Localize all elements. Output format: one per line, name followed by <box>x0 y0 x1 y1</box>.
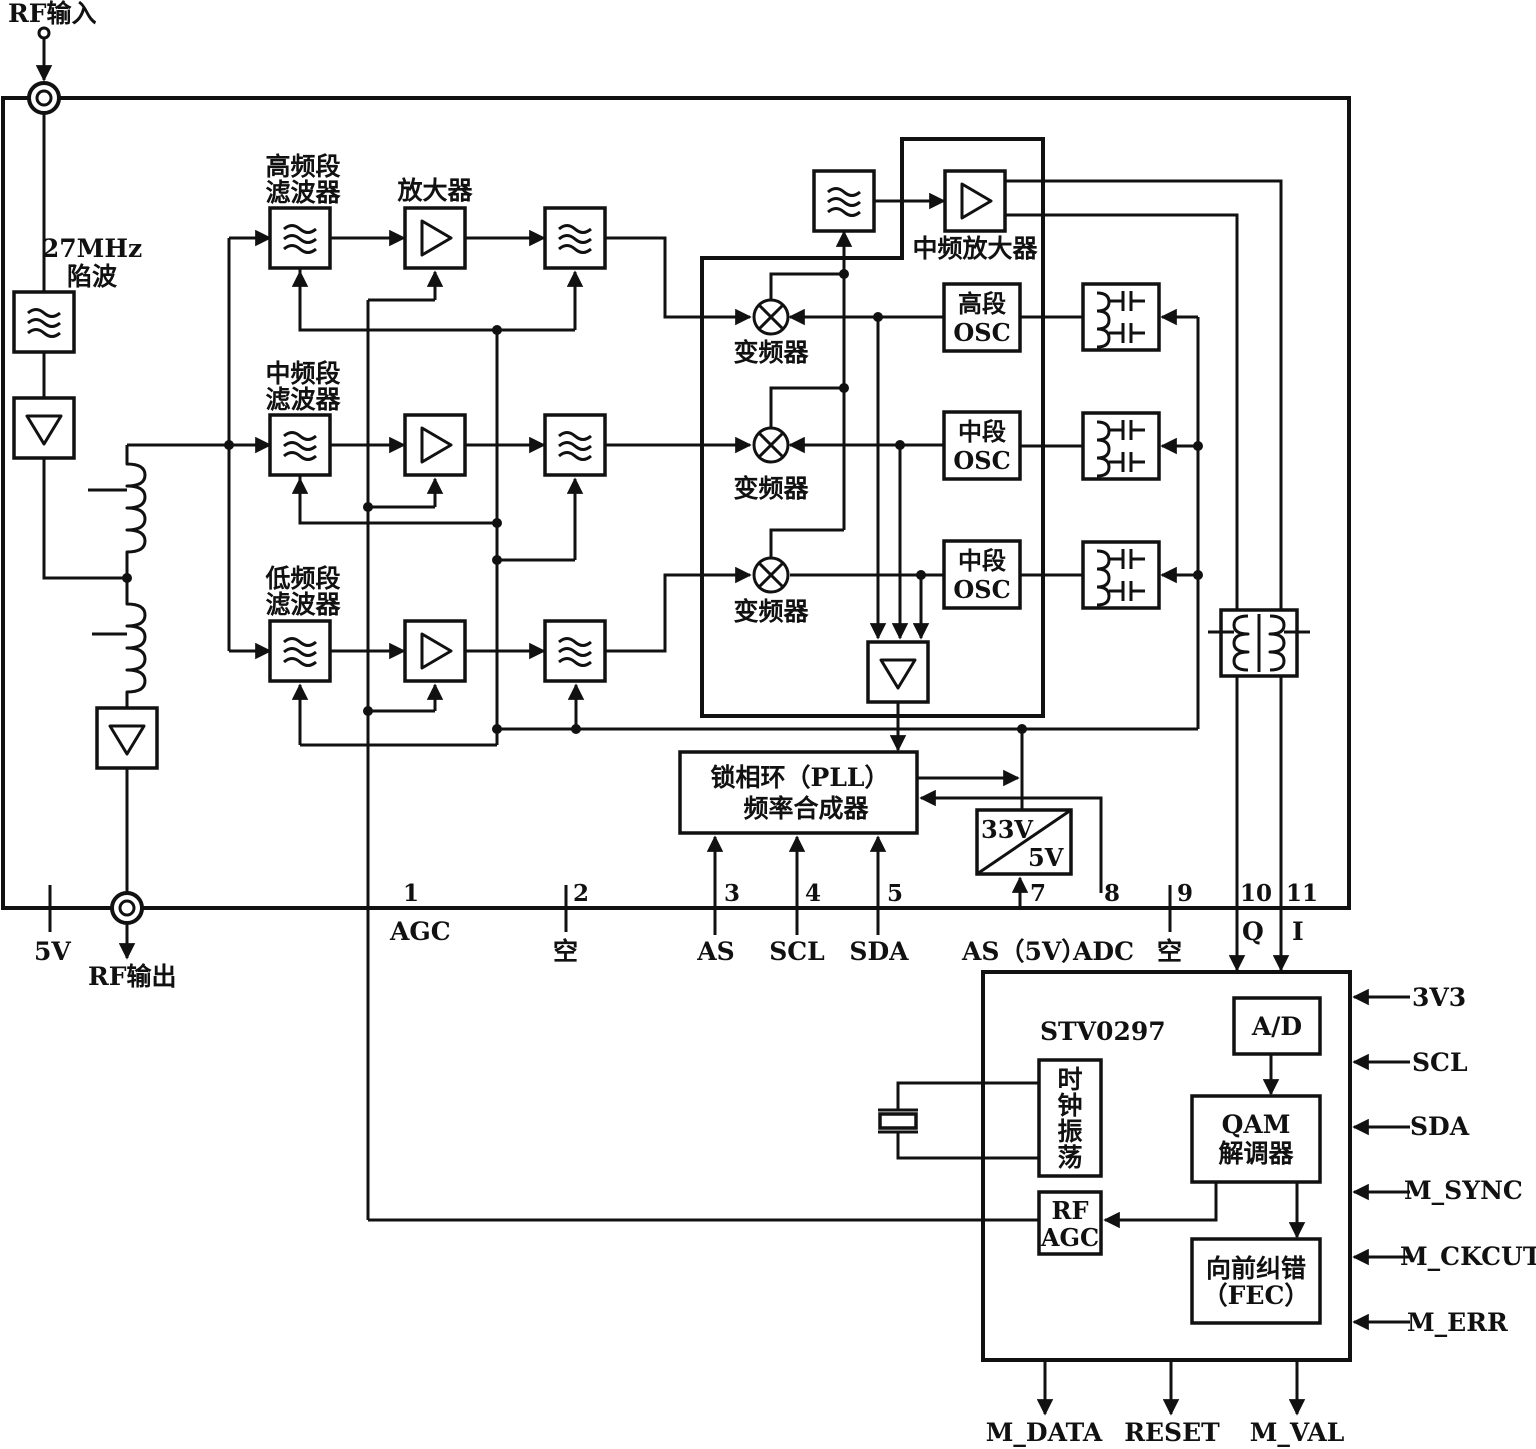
pin-10-number: 10 <box>1240 880 1272 907</box>
input-m-ckcut: M_CKCUT <box>1400 1242 1536 1271</box>
stv0297-label: STV0297 <box>1040 1017 1166 1046</box>
pin-7-number: 7 <box>1030 880 1046 907</box>
rf-input-terminal <box>37 26 51 40</box>
if-output-transformer <box>1208 608 1310 678</box>
pin-11-number: 11 <box>1286 880 1318 907</box>
mid-tank-circuit <box>1081 411 1161 481</box>
pin-11-label: I <box>1292 917 1304 946</box>
low-band-filter <box>270 621 330 681</box>
low-tank-circuit <box>1081 540 1161 610</box>
pin-8-label: ADC <box>1072 937 1134 966</box>
pll-label: 锁相环（PLL）频率合成器 <box>711 763 890 823</box>
pin-1-label: AGC <box>389 917 451 946</box>
low-mixer <box>752 556 790 594</box>
mid-mixer-label: 变频器 <box>733 474 809 503</box>
pin-10-label: Q <box>1242 917 1264 946</box>
supply-5v-label: 5V <box>34 937 71 966</box>
pin-9-label: 空 <box>1157 937 1182 966</box>
input-m-sync: M_SYNC <box>1404 1176 1523 1205</box>
high-mixer <box>752 298 790 336</box>
pin-5-number: 5 <box>887 880 903 907</box>
low-band-filter-label: 低频段滤波器 <box>264 564 341 619</box>
pin-3-number: 3 <box>724 880 740 907</box>
mid-band-filter-label: 中频段滤波器 <box>265 359 341 414</box>
mid-band-amplifier <box>403 413 467 477</box>
input-sda: SDA <box>1410 1112 1470 1141</box>
if-amplifier <box>943 169 1007 233</box>
output-m-data: M_DATA <box>986 1418 1103 1447</box>
high-tank-circuit <box>1081 282 1161 352</box>
input-scl: SCL <box>1412 1048 1468 1077</box>
low-mixer-label: 变频器 <box>733 597 809 626</box>
clock-oscillator <box>1037 1058 1103 1178</box>
mid-mixer <box>752 426 790 464</box>
if-amplifier-label: 中频放大器 <box>912 234 1038 263</box>
pin-1-number: 1 <box>403 880 419 907</box>
rf-agc-block <box>1037 1190 1103 1256</box>
pin-4-number: 4 <box>805 880 821 907</box>
high-osc <box>942 282 1022 353</box>
output-reset: RESET <box>1124 1418 1220 1447</box>
input-coil-lower <box>125 578 147 708</box>
pin-2-number: 2 <box>573 880 589 907</box>
high-band-post-filter <box>545 208 605 268</box>
prescaler-amplifier <box>866 640 930 704</box>
mid-band-filter <box>270 415 330 475</box>
high-band-amplifier <box>403 206 467 270</box>
rf-input-label: RF输入 <box>8 0 97 28</box>
input-coil-upper <box>125 445 147 578</box>
regulator-out-label: 5V <box>1028 843 1064 872</box>
rf-input-connector <box>27 81 61 115</box>
pin-2-label: 空 <box>553 937 578 966</box>
mid-band-post-filter <box>545 415 605 475</box>
pin-7-label: AS（5V） <box>961 937 1086 966</box>
rf-output-connector <box>110 891 144 925</box>
high-band-filter <box>270 208 330 268</box>
if-filter <box>814 171 874 231</box>
pll-synthesizer <box>678 750 919 835</box>
output-amplifier <box>95 706 159 770</box>
notch-filter <box>14 292 74 352</box>
input-m-err: M_ERR <box>1407 1308 1508 1337</box>
ad-label: A/D <box>1251 1012 1302 1041</box>
fec-block <box>1190 1237 1322 1325</box>
stv0297-chip <box>981 970 1352 1362</box>
high-band-filter-label: 高频段滤波器 <box>265 152 341 207</box>
amplifier-label: 放大器 <box>396 176 473 205</box>
crystal <box>878 1081 1039 1160</box>
pin-4-label: SCL <box>769 937 825 966</box>
pin-3-label: AS <box>696 937 734 966</box>
low-band-post-filter <box>545 621 605 681</box>
input-amplifier <box>12 396 76 460</box>
ad-converter <box>1232 996 1322 1056</box>
fec-label: 向前纠错（FEC） <box>1203 1254 1310 1310</box>
input-3v3: 3V3 <box>1412 983 1466 1012</box>
regulator-in-label: 33V <box>981 815 1033 844</box>
pin-5-label: SDA <box>849 937 909 966</box>
pin-8-number: 8 <box>1104 880 1120 907</box>
low-band-amplifier <box>403 619 467 683</box>
clock-label: 时钟振荡 <box>1057 1065 1082 1172</box>
rf-output-label: RF输出 <box>88 962 177 991</box>
qam-demodulator <box>1190 1094 1322 1184</box>
output-m-val: M_VAL <box>1250 1418 1345 1447</box>
tuner-frame <box>1 96 1351 910</box>
pin-9-number: 9 <box>1177 880 1193 907</box>
mixer-frame <box>700 137 1045 718</box>
high-mixer-label: 变频器 <box>733 338 809 367</box>
